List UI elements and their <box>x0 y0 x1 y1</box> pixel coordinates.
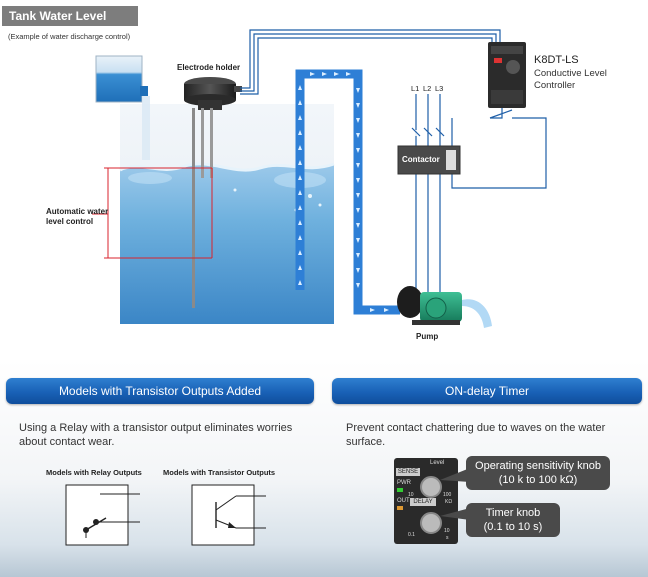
signal-wires <box>240 29 501 95</box>
contactor-label: Contactor <box>402 155 440 164</box>
device-pwr-label: PWR <box>397 480 411 486</box>
pump <box>397 286 462 325</box>
sensitivity-callout-range: (10 k to 100 kΩ) <box>498 474 578 486</box>
tank-diagram <box>92 29 547 328</box>
device-face: Level SENSE PWR OUT DELAY 10 100 KΩ 0.1 … <box>394 458 458 544</box>
phase-lines <box>411 94 445 292</box>
out-led <box>397 506 403 510</box>
timer-callout-range: (0.1 to 10 s) <box>483 521 543 533</box>
timer-callout-title: Timer knob <box>485 507 541 519</box>
device-s10: 10 <box>444 528 450 534</box>
k8dt-device <box>488 42 526 108</box>
transistor-symbol <box>191 484 266 546</box>
auto-level-label-2: level control <box>46 217 94 226</box>
panel-right-body-1: Prevent contact chattering due to waves … <box>346 422 606 434</box>
page-subtitle: (Example of water discharge control) <box>8 32 131 41</box>
pump-label: Pump <box>416 332 439 341</box>
timer-knob[interactable] <box>420 512 442 534</box>
auto-level-label-1: Automatic water <box>46 207 109 216</box>
device-delay-label: DELAY <box>410 498 436 506</box>
device-s: s <box>446 535 449 541</box>
relay-symbol <box>65 484 140 546</box>
phase-label-l1: L1 <box>411 84 420 93</box>
electrode-long <box>192 108 195 308</box>
callout-pointers <box>440 468 470 520</box>
electrode-short <box>210 108 213 178</box>
controller-desc-2: Controller <box>534 80 576 91</box>
timer-callout: Timer knob (0.1 to 10 s) <box>466 503 560 537</box>
controller-desc-1: Conductive Level <box>534 68 607 79</box>
phase-label-l2: L2 <box>423 84 432 93</box>
sensitivity-knob[interactable] <box>420 476 442 498</box>
device-sense-label: SENSE <box>396 468 420 476</box>
discharge-pipe <box>295 69 400 315</box>
transistor-outputs-label: Models with Transistor Outputs <box>163 468 276 477</box>
panel-left-body-2: about contact wear. <box>19 436 115 448</box>
device-kohm: KΩ <box>445 499 453 505</box>
panel-left-body-1: Using a Relay with a transistor output e… <box>19 422 293 434</box>
device-k10: 10 <box>408 492 414 498</box>
electrode-mid <box>201 108 204 178</box>
device-s01: 0.1 <box>408 532 415 538</box>
device-level-label: Level <box>430 460 445 466</box>
sensitivity-callout: Operating sensitivity knob (10 k to 100 … <box>466 456 610 490</box>
device-out-label: OUT <box>397 498 410 504</box>
relay-outputs-label: Models with Relay Outputs <box>46 468 142 477</box>
phase-label-l3: L3 <box>435 84 444 93</box>
sensitivity-callout-title: Operating sensitivity knob <box>475 460 601 472</box>
page-title: Tank Water Level Control <box>2 6 138 43</box>
electrode-holder-label: Electrode holder <box>177 63 241 72</box>
pwr-led <box>397 488 403 492</box>
outlet-water <box>462 299 492 328</box>
panel-left-heading: Models with Transistor Outputs Added <box>6 378 314 404</box>
panel-right-body-2: surface. <box>346 436 386 448</box>
control-wires <box>451 108 547 189</box>
panel-right-heading: ON-delay Timer <box>332 378 642 404</box>
controller-model: K8DT-LS <box>534 54 579 66</box>
tank-water <box>120 163 334 324</box>
source-tank <box>95 55 143 103</box>
device-k100: 100 <box>443 492 452 498</box>
electrode-holder <box>184 77 242 110</box>
